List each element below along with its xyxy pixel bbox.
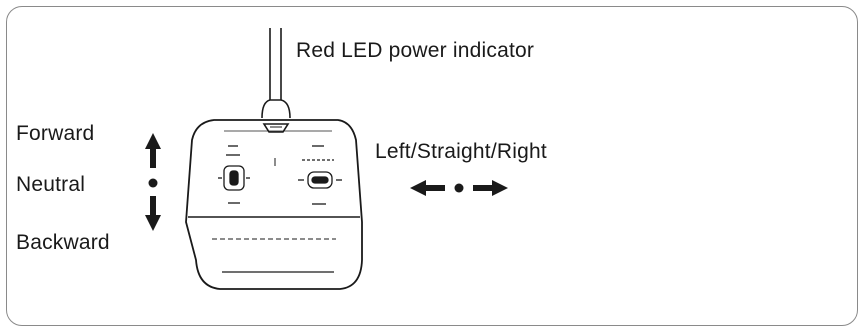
steering-knob — [298, 145, 342, 205]
forward-label: Forward — [16, 122, 95, 145]
power-indicator-label: Red LED power indicator — [296, 39, 535, 62]
up-down-arrow-icon — [145, 133, 161, 231]
transmitter-body — [185, 119, 363, 290]
antenna — [261, 28, 291, 133]
neutral-label: Neutral — [16, 173, 86, 196]
steering-label: Left/Straight/Right — [375, 140, 547, 163]
left-right-arrow-icon — [410, 180, 508, 196]
diagram-frame — [6, 6, 858, 326]
backward-label: Backward — [16, 231, 110, 254]
throttle-knob — [218, 145, 250, 204]
